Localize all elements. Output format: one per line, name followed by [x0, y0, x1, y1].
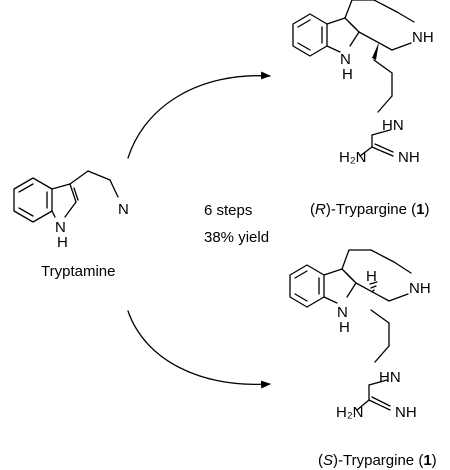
s-stereo-h-label: H	[366, 268, 377, 285]
reaction-steps-label: 6 steps	[204, 202, 252, 219]
s-indole-h-label: H	[339, 319, 350, 336]
s-guan-nh-label: NH	[395, 404, 417, 421]
tryptamine-caption: Tryptamine	[41, 263, 115, 280]
r-trypargine-structure: NH N H HN H₂N NH	[292, 0, 434, 166]
tryptamine-indole-h-label: H	[57, 234, 68, 251]
s-trypargine-structure: H NH N H HN H₂N NH	[289, 249, 431, 421]
s-guan-h2n-label: H₂N	[336, 404, 364, 421]
s-trypargine-caption: (S)-Trypargine (1)	[318, 452, 437, 469]
r-guan-hn-label: HN	[382, 117, 404, 134]
reaction-yield-label: 38% yield	[204, 229, 269, 246]
r-indole-h-label: H	[342, 66, 353, 83]
arrow-to-s-product	[127, 310, 271, 389]
s-indole-n-label: N	[337, 304, 348, 321]
r-indole-n-label: N	[340, 51, 351, 68]
tryptamine-amine-label: N	[118, 201, 129, 218]
r-guan-nh-label: NH	[398, 149, 420, 166]
r-ring-nh-label: NH	[412, 29, 434, 46]
r-trypargine-caption: (R)-Trypargine (1)	[310, 201, 429, 218]
arrow-to-r-product	[127, 71, 271, 159]
s-ring-nh-label: NH	[409, 280, 431, 297]
r-guan-h2n-label: H₂N	[339, 149, 367, 166]
tryptamine-structure: N N H	[13, 170, 129, 251]
tryptamine-indole-n-label: N	[55, 219, 66, 236]
s-guan-hn-label: HN	[379, 369, 401, 386]
